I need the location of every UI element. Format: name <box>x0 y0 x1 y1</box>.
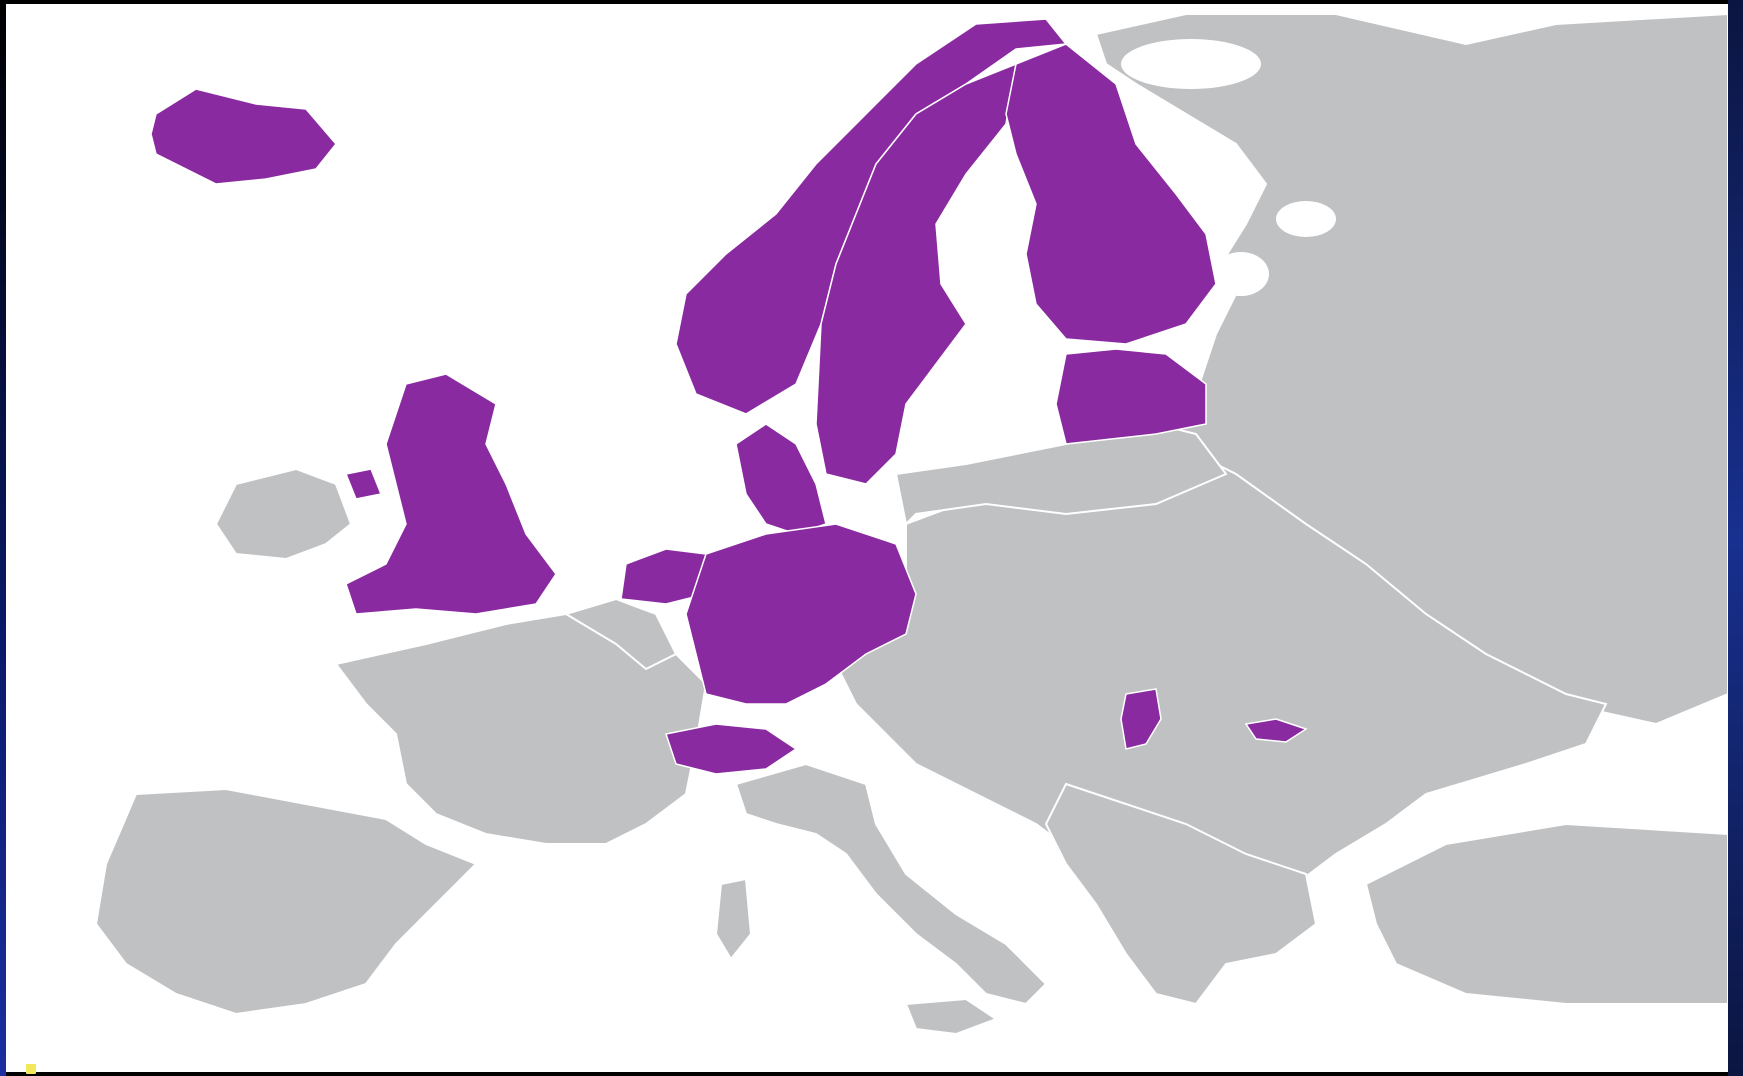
gulf-of-bothnia <box>946 154 1026 334</box>
lithuania-poland <box>894 422 1228 527</box>
iberia <box>94 787 478 1016</box>
italy <box>734 762 1048 1006</box>
corner-marker-icon <box>26 1064 36 1074</box>
map-panel <box>6 4 1728 1072</box>
ireland <box>214 467 353 561</box>
region-switzerland <box>665 723 798 775</box>
left-edge <box>0 0 6 1076</box>
france <box>334 612 708 845</box>
region-united-kingdom <box>345 373 557 615</box>
sicily <box>904 997 999 1036</box>
region-hungary <box>1120 688 1162 750</box>
lake-onega <box>1276 201 1336 237</box>
region-sweden <box>815 62 1017 485</box>
sardinia <box>714 877 753 961</box>
region-baltic-states <box>1055 348 1207 445</box>
white-sea <box>1121 39 1261 89</box>
balkans-greece <box>1044 782 1318 1006</box>
right-edge <box>1728 0 1743 1076</box>
europe-map <box>6 4 1728 1072</box>
region-romania <box>1244 718 1308 743</box>
region-iceland <box>150 88 337 185</box>
region-northern-ireland <box>344 468 383 500</box>
turkey <box>1364 822 1728 1005</box>
central-eastern-europe <box>834 432 1608 936</box>
region-finland <box>1005 43 1217 345</box>
region-germany <box>685 523 917 705</box>
baltic-sea <box>896 344 1046 454</box>
lake-ladoga <box>1213 252 1269 296</box>
region-denmark <box>735 423 827 535</box>
belgium-luxembourg <box>563 597 678 671</box>
